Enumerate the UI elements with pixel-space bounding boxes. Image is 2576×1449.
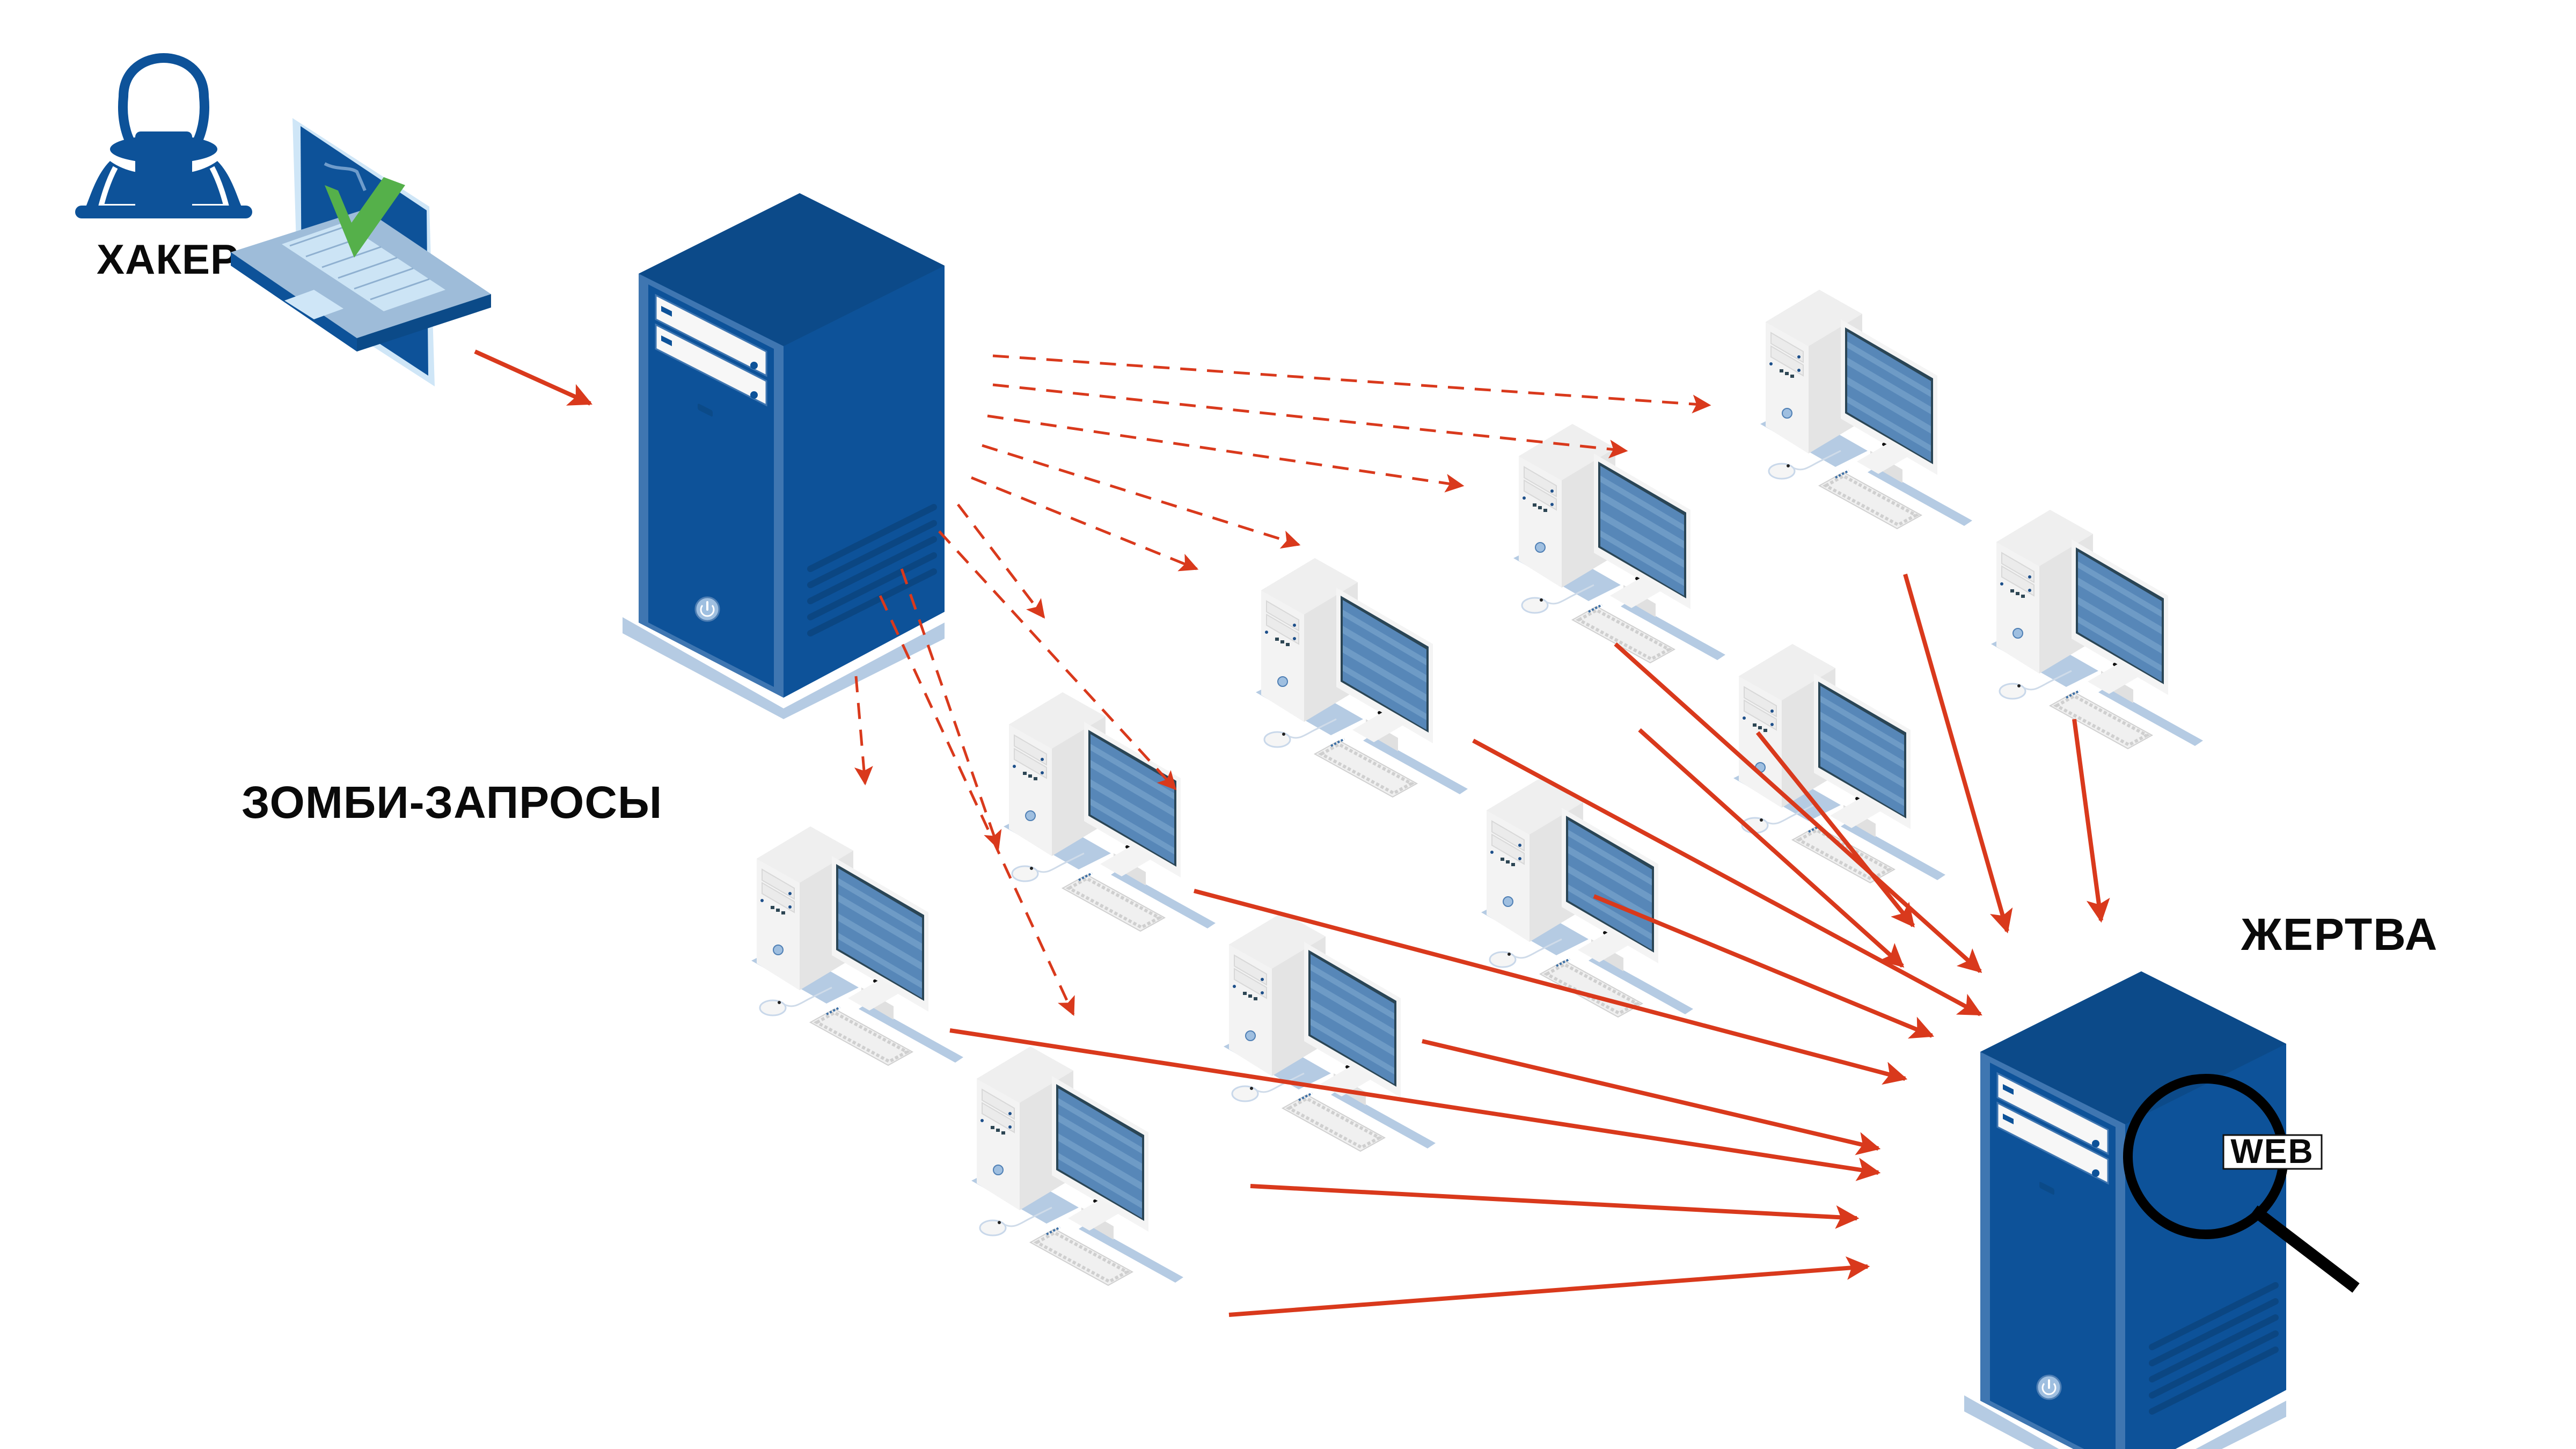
victim-label: ЖЕРТВА (2241, 909, 2438, 960)
dashed-arrow (992, 383, 1628, 459)
dashed-arrow (854, 676, 873, 786)
hacker-icon (75, 53, 252, 218)
zombie-computer-icon (1513, 424, 1725, 663)
solid-arrow (1472, 738, 1982, 1016)
zombie-computer-icon (751, 826, 963, 1065)
zombie-computer-icon (1004, 692, 1216, 931)
solid-arrow (1614, 642, 1982, 973)
zombies-label: ЗОМБИ-ЗАПРОСЫ (241, 777, 662, 828)
solid-arrow (1228, 1256, 1870, 1317)
solid-arrow (949, 1028, 1881, 1181)
zombie-computer-icon (971, 1046, 1183, 1285)
zombie-computer-icon (1256, 558, 1468, 797)
zombie-computer-icon (1991, 510, 2203, 749)
dashed-arrow (987, 414, 1465, 493)
web-badge-label: WEB (2230, 1132, 2314, 1170)
command-server-icon (623, 193, 945, 719)
dashed-arrow (992, 354, 1711, 414)
arrow (474, 349, 593, 406)
dashed-arrow (957, 503, 1045, 619)
laptop-icon (231, 118, 491, 386)
solid-arrow (1903, 573, 2013, 934)
dashed-arrow (982, 444, 1301, 549)
dashed-arrow (938, 530, 1177, 791)
hacker-to-server-arrow (474, 349, 593, 406)
dashed-arrow (900, 568, 1002, 850)
zombie-computer-icon (1760, 290, 1972, 529)
solid-arrow (1193, 889, 1908, 1085)
zombie-computer-icon (1481, 778, 1693, 1017)
solid-arrow (1593, 894, 1935, 1039)
dashed-arrow (971, 476, 1199, 572)
solid-arrow (1422, 1039, 1881, 1155)
solid-arrow (2072, 719, 2110, 923)
web-badge: WEB (2222, 1132, 2323, 1170)
solid-arrow (1638, 728, 1905, 968)
solid-arrow (1250, 1184, 1860, 1229)
server-to-zombies-arrows (854, 354, 1711, 1016)
hacker-label: ХАКЕР (97, 236, 239, 283)
victim-server-icon (1964, 971, 2286, 1449)
solid-arrow (1755, 731, 1915, 928)
dashed-arrow (879, 595, 1075, 1016)
zombies-to-victim-arrows (949, 573, 2110, 1317)
